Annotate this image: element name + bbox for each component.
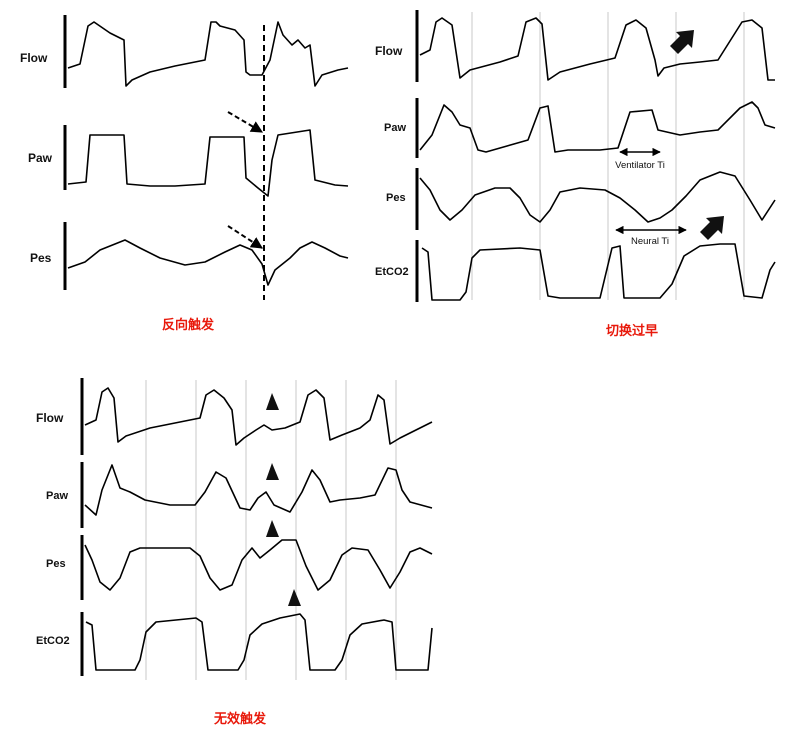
panel-early-cycling: Flow Paw Pes EtCO2 Ventilator Ti Neural …	[375, 10, 776, 339]
paw-label: Paw	[384, 122, 406, 134]
etco2-waveform	[85, 613, 433, 671]
panel-c-caption: 无效触发	[213, 711, 267, 727]
flow-label: Flow	[20, 51, 48, 65]
arrowhead-icon	[266, 463, 279, 480]
flow-waveform	[84, 387, 433, 446]
pes-label: Pes	[386, 192, 406, 204]
paw-waveform	[67, 129, 349, 197]
paw-waveform	[84, 464, 433, 516]
flow-waveform	[67, 21, 349, 87]
panel-reverse-trigger: Flow Paw Pes 反向触发	[20, 15, 349, 333]
panel-ineffective-trigger: Flow Paw Pes EtCO2 无效触发	[36, 378, 433, 727]
arrowhead-icon	[266, 393, 279, 410]
paw-waveform	[419, 101, 776, 153]
pes-waveform	[419, 171, 776, 223]
neural-ti-label: Neural Ti	[631, 236, 669, 247]
paw-label: Paw	[28, 151, 53, 165]
ventilator-ti-label: Ventilator Ti	[615, 160, 665, 171]
pes-label: Pes	[30, 251, 52, 265]
panel-b-caption: 切换过早	[606, 323, 658, 339]
arrow-icon	[670, 30, 694, 54]
arrowhead-icon	[288, 589, 301, 606]
flow-label: Flow	[375, 44, 403, 58]
etco2-label: EtCO2	[375, 266, 409, 278]
pes-label: Pes	[46, 558, 66, 570]
etco2-label: EtCO2	[36, 635, 70, 647]
dashed-arrow-icon	[227, 111, 264, 133]
grid-lines	[471, 12, 745, 300]
arrowhead-icon	[266, 520, 279, 537]
dashed-arrow-icon	[227, 225, 264, 249]
flow-label: Flow	[36, 411, 64, 425]
arrow-icon	[700, 216, 724, 240]
pes-waveform	[84, 539, 433, 591]
flow-waveform	[419, 17, 775, 81]
pes-waveform	[67, 239, 349, 286]
panel-a-caption: 反向触发	[162, 317, 215, 333]
paw-label: Paw	[46, 490, 68, 502]
etco2-waveform	[421, 243, 776, 301]
